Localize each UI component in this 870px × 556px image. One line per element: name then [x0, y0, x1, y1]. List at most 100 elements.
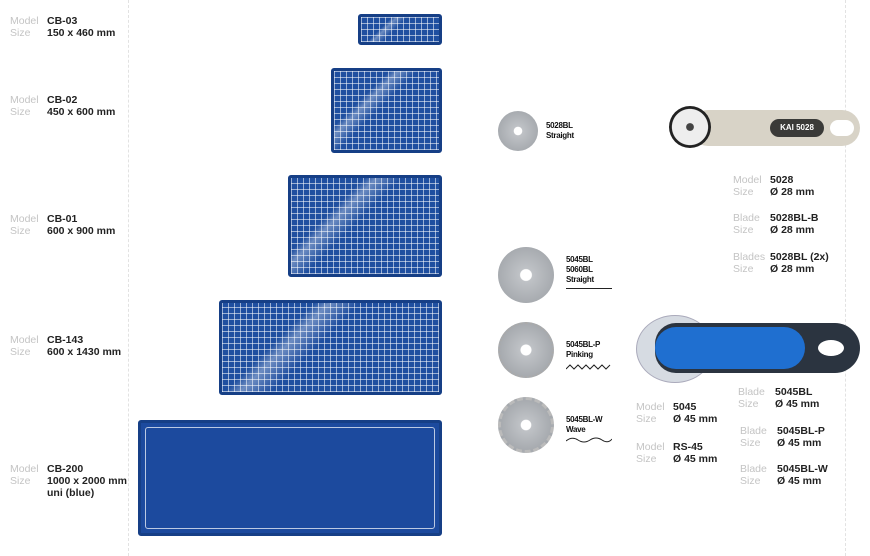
spec-text: 5028BL (2x) — [770, 251, 829, 263]
mat-image-cb-02 — [331, 68, 442, 153]
color-note: uni (blue) — [47, 487, 95, 499]
label: Model — [10, 94, 39, 106]
size: 150 x 460 mm — [47, 27, 116, 39]
decorative-line — [128, 0, 129, 556]
straight-line-icon — [566, 288, 612, 289]
spec-text: 5028 — [796, 123, 814, 132]
label: Size — [10, 225, 31, 237]
label: Size — [10, 475, 31, 487]
spec-text: Ø 28 mm — [770, 263, 815, 275]
spec-text: Blade — [733, 212, 760, 224]
spec-text: 5045 — [673, 401, 697, 413]
model: CB-143 — [47, 334, 84, 346]
label: Size — [10, 27, 31, 39]
zigzag-line-icon — [566, 364, 611, 370]
spec-text: 5045BL-P — [566, 340, 601, 349]
mat-image-cb-01 — [288, 175, 442, 277]
spec-text: 5045BL — [775, 386, 813, 398]
mat-spec-cb-01: Model CB-01 Size 600 x 900 mm — [10, 213, 115, 237]
spec-text: 5060BL — [566, 265, 593, 274]
model: CB-02 — [47, 94, 78, 106]
spec-text: Blade — [738, 386, 765, 398]
spec-text: 5045BL — [566, 255, 593, 264]
spec-text: Wave — [566, 425, 586, 434]
spec-text: 5045BL-W — [777, 463, 828, 475]
size: 1000 x 2000 mm — [47, 475, 127, 487]
spec-text: Blades — [733, 251, 766, 263]
spec-text: 5028BL — [546, 121, 573, 130]
blade-straight-28-image — [498, 111, 538, 151]
spec-text: Ø 45 mm — [777, 475, 822, 487]
cutter-45-grip — [655, 327, 805, 369]
spec-text: Size — [636, 453, 657, 465]
mat-spec-cb-02: Model CB-02 Size 450 x 600 mm — [10, 94, 115, 118]
spec-text: Model — [636, 441, 665, 453]
spec-text: RS-45 — [673, 441, 703, 453]
label: Model — [10, 15, 39, 27]
cutter-rs45-spec: Model RS-45 Size Ø 45 mm — [636, 441, 717, 465]
spec-text: Size — [740, 437, 761, 449]
spec-text: Ø 45 mm — [673, 453, 718, 465]
label: Model — [10, 463, 39, 475]
spec-text: Size — [733, 186, 754, 198]
spec-text: KAI — [780, 123, 794, 132]
model: CB-200 — [47, 463, 84, 475]
spec-text: 5045BL-W — [566, 415, 603, 424]
hanging-hole — [818, 340, 844, 356]
model: CB-03 — [47, 15, 78, 27]
blade-wave-image — [498, 397, 554, 453]
spec-text: Pinking — [566, 350, 593, 359]
cutter-28-image: KAI 5028 — [690, 110, 860, 146]
brand-logo: KAI 5028 — [770, 119, 824, 137]
mat-image-cb-200 — [138, 420, 442, 536]
mat-image-cb-03 — [358, 14, 442, 45]
spec-text: Model — [636, 401, 665, 413]
spec-text: Ø 28 mm — [770, 186, 815, 198]
cutter-5045-spec: Model 5045 Size Ø 45 mm — [636, 401, 717, 425]
spec-text: 5028 — [770, 174, 794, 186]
cutter-28-blades-spec: Blades 5028BL (2x) Size Ø 28 mm — [733, 251, 829, 275]
blade-pinking-image — [498, 322, 554, 378]
size: 600 x 1430 mm — [47, 346, 122, 358]
spec-text: Size — [733, 263, 754, 275]
cutter-28-model-spec: Model 5028 Size Ø 28 mm — [733, 174, 814, 198]
decorative-line — [845, 0, 846, 556]
spec-text: 5045BL-P — [777, 425, 825, 437]
spec-text: Model — [733, 174, 762, 186]
cutter-28-wheel — [669, 106, 711, 148]
label: Size — [10, 346, 31, 358]
model: CB-01 — [47, 213, 78, 225]
cutter-28-blade-spec: Blade 5028BL-B Size Ø 28 mm — [733, 212, 818, 236]
spec-text: Ø 45 mm — [777, 437, 822, 449]
size: 450 x 600 mm — [47, 106, 116, 118]
mat-image-cb-143 — [219, 300, 442, 395]
spec-text: Blade — [740, 463, 767, 475]
blade-straight-45-image — [498, 247, 554, 303]
spec-text: Size — [738, 398, 759, 410]
size: 600 x 900 mm — [47, 225, 116, 237]
spec-text: Blade — [740, 425, 767, 437]
blade-5045bl-p-spec: Blade 5045BL-P Size Ø 45 mm — [740, 425, 825, 449]
spec-text: Straight — [566, 275, 594, 284]
spec-text: Ø 28 mm — [770, 224, 815, 236]
wave-line-icon — [566, 437, 612, 443]
label: Size — [10, 106, 31, 118]
spec-text: Ø 45 mm — [673, 413, 718, 425]
spec-text: Size — [636, 413, 657, 425]
cutter-45-image — [655, 323, 860, 373]
blade-5045bl-w-spec: Blade 5045BL-W Size Ø 45 mm — [740, 463, 828, 487]
label: Model — [10, 213, 39, 225]
spec-text: Size — [733, 224, 754, 236]
mat-spec-cb-200: Model CB-200 Size 1000 x 2000 mm uni (blue… — [10, 463, 127, 499]
mat-spec-cb-143: Model CB-143 Size 600 x 1430 mm — [10, 334, 121, 358]
label: Model — [10, 334, 39, 346]
mat-spec-cb-03: Model CB-03 Size 150 x 460 mm — [10, 15, 115, 39]
spec-text: Size — [740, 475, 761, 487]
spec-text: 5028BL-B — [770, 212, 819, 224]
hanging-hole — [830, 120, 854, 136]
